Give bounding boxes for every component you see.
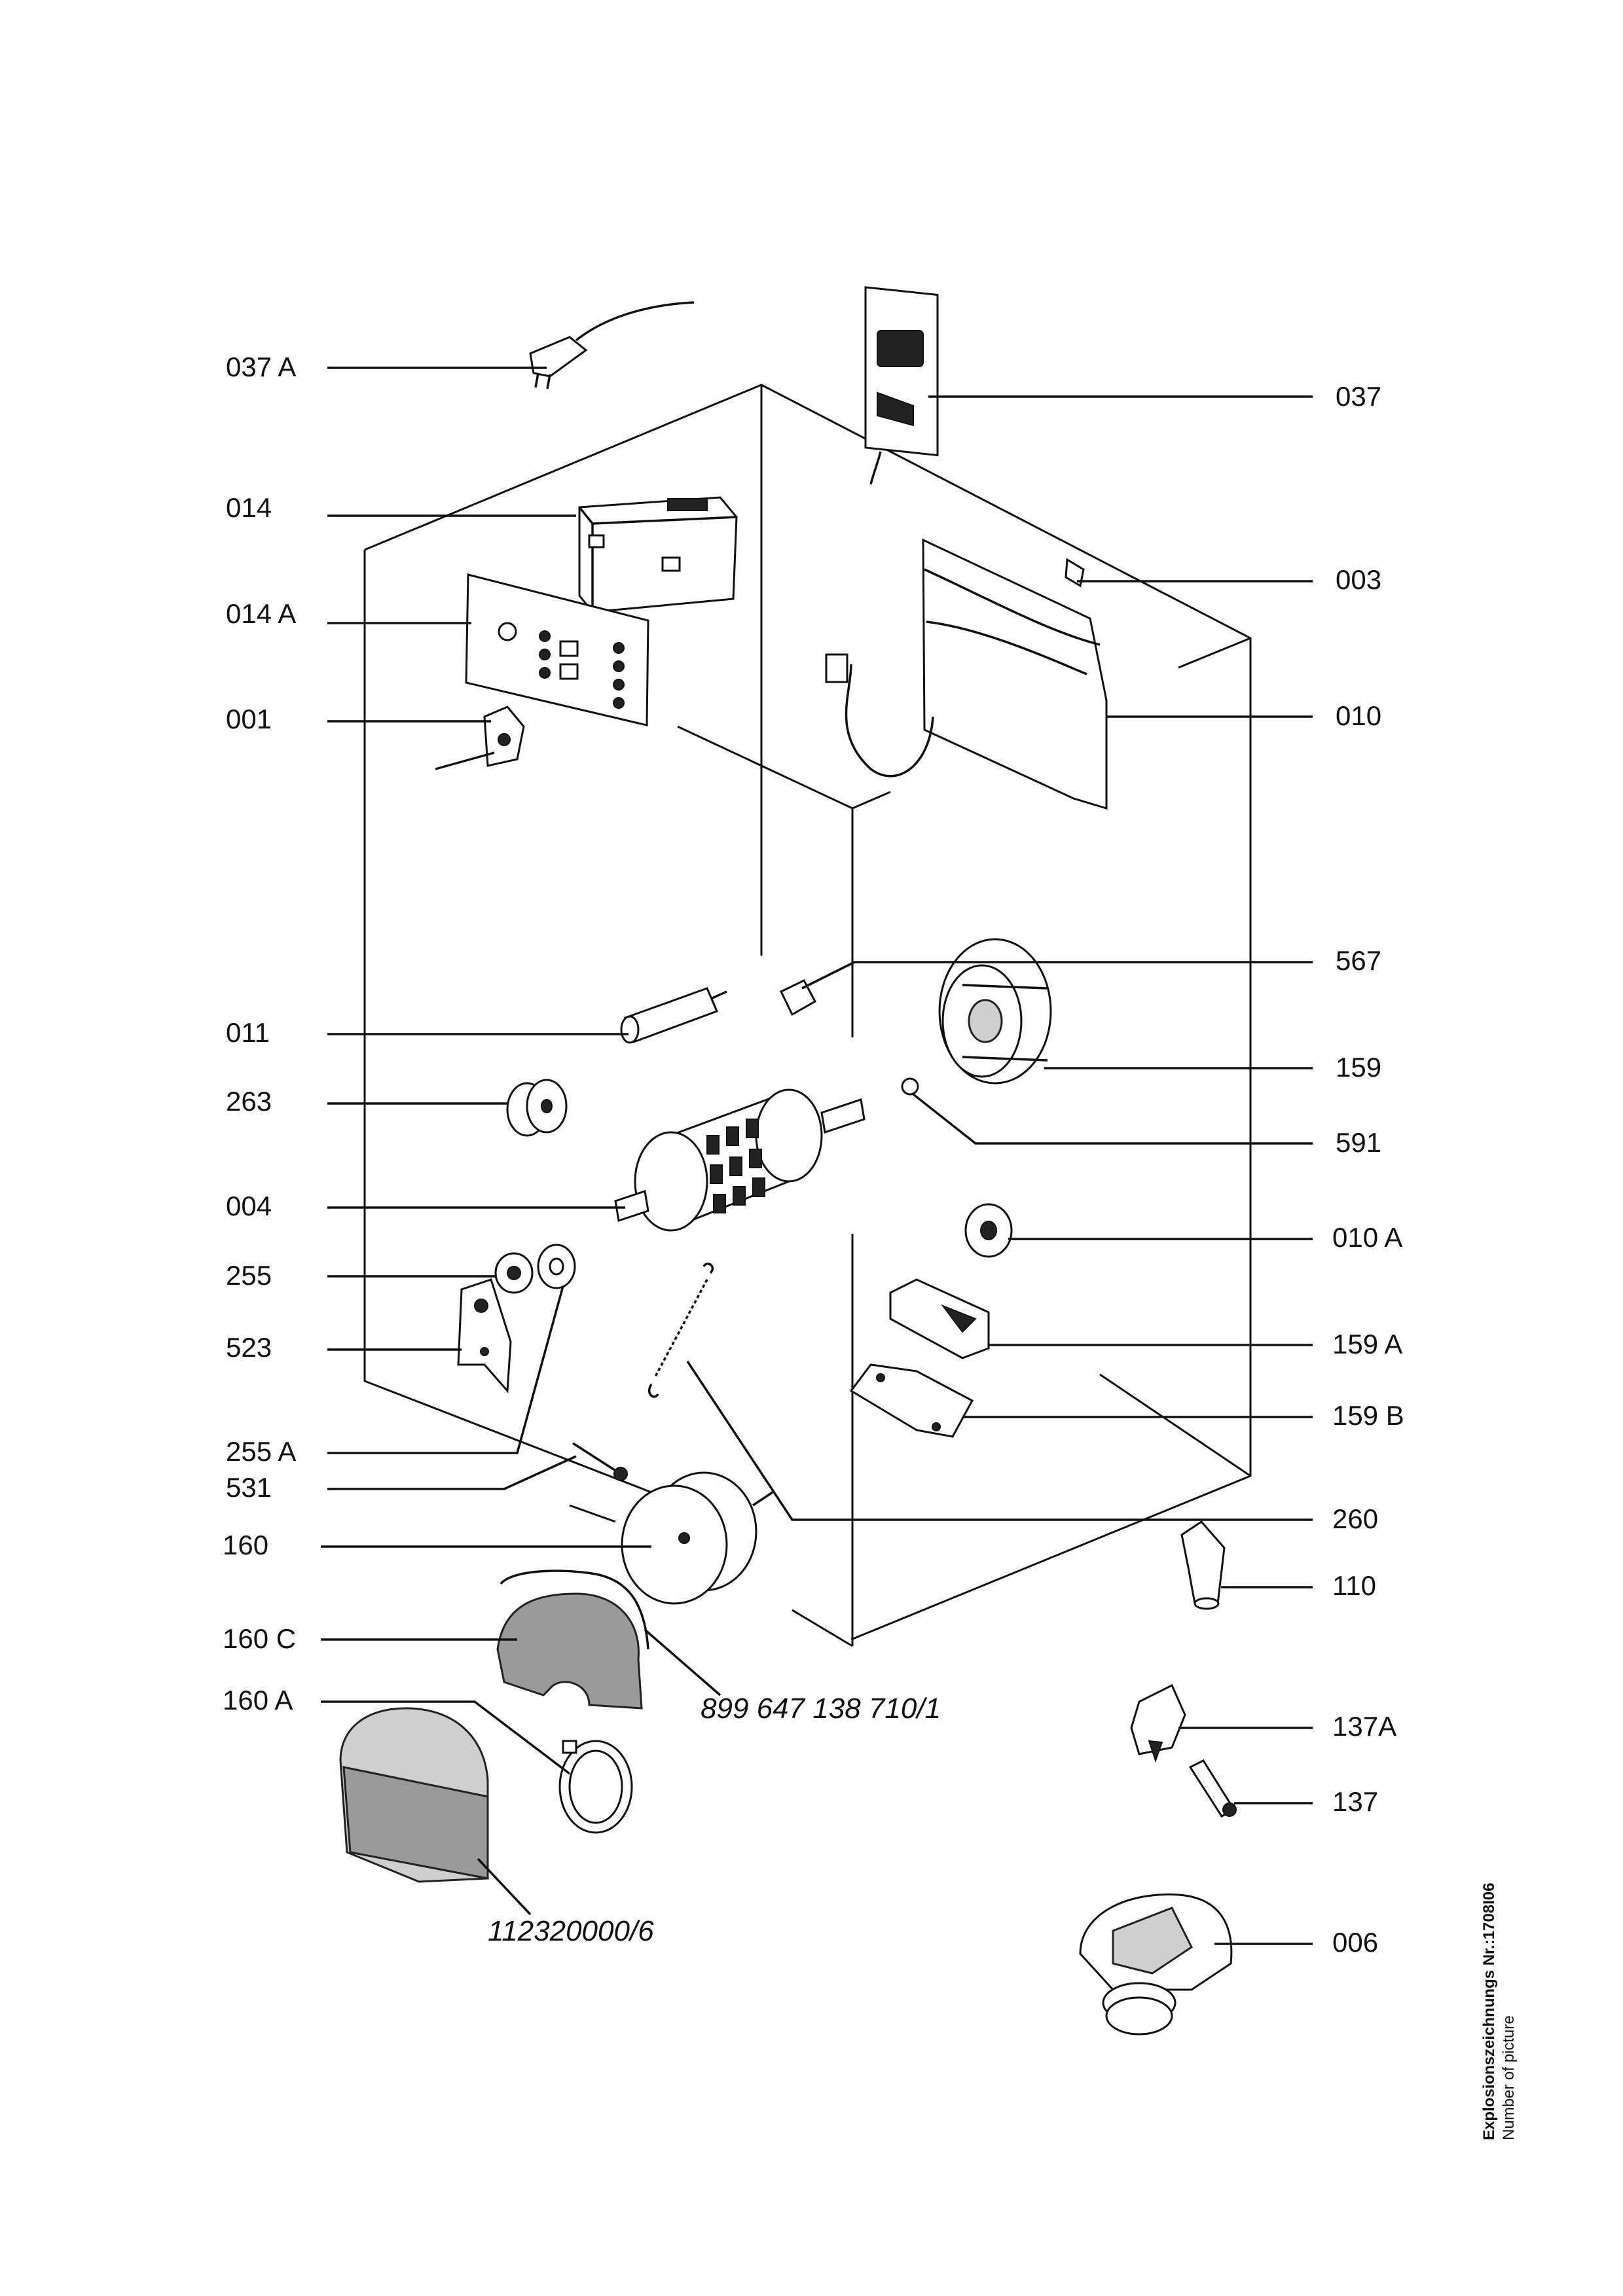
holder-part bbox=[1130, 1683, 1186, 1763]
label-567: 567 bbox=[1336, 945, 1381, 976]
label-004: 004 bbox=[226, 1191, 272, 1221]
clamp-ring-part bbox=[558, 1740, 633, 1834]
label-159: 159 bbox=[1336, 1052, 1381, 1083]
label-014a: 014 A bbox=[226, 598, 296, 629]
label-011: 011 bbox=[226, 1017, 270, 1048]
reference-numbers: 899 647 138 710/1 112320000/6 bbox=[488, 1693, 941, 1947]
label-260: 260 bbox=[1332, 1503, 1378, 1534]
group-reference-number: 899 647 138 710/1 bbox=[701, 1693, 941, 1725]
label-010: 010 bbox=[1336, 700, 1381, 731]
motor-slots bbox=[706, 1119, 765, 1213]
control-module-part bbox=[578, 496, 738, 613]
fan-cover-part bbox=[889, 1278, 990, 1359]
filter-reference-number: 112320000/6 bbox=[488, 1915, 654, 1947]
screw-part bbox=[572, 1442, 628, 1481]
label-159b: 159 B bbox=[1332, 1400, 1404, 1431]
capacitor-part bbox=[620, 987, 727, 1044]
selector-switch-part bbox=[435, 706, 525, 770]
label-255a: 255 A bbox=[226, 1436, 296, 1467]
label-160c: 160 C bbox=[223, 1623, 296, 1654]
front-panel-part bbox=[465, 573, 649, 726]
label-037a: 037 A bbox=[226, 351, 296, 382]
label-006: 006 bbox=[1332, 1927, 1378, 1958]
clip-part bbox=[779, 979, 817, 1016]
lamp-part bbox=[1188, 1759, 1237, 1818]
label-014: 014 bbox=[226, 492, 272, 523]
right-labels: 037 003 010 567 159 591 010 A 159 A 159 … bbox=[1332, 381, 1404, 1958]
left-labels: 037 A 014 014 A 001 011 263 004 255 523 … bbox=[223, 351, 296, 1715]
label-159a: 159 A bbox=[1332, 1329, 1402, 1359]
label-001: 001 bbox=[226, 704, 272, 734]
retaining-clip-part bbox=[901, 1077, 919, 1096]
thermostat-part bbox=[964, 1203, 1013, 1258]
label-263: 263 bbox=[226, 1086, 272, 1117]
mains-filter-box-part bbox=[864, 286, 939, 485]
label-037: 037 bbox=[1336, 381, 1381, 412]
label-137: 137 bbox=[1332, 1786, 1378, 1817]
label-531: 531 bbox=[226, 1472, 272, 1503]
power-cord-part bbox=[529, 301, 695, 389]
lint-filter-part bbox=[339, 1707, 489, 1883]
cooling-fan-part bbox=[621, 1471, 773, 1605]
fan-wheel-part bbox=[938, 938, 1052, 1085]
picture-number-de: Explosionszeichnungs Nr.:1708I06 bbox=[1480, 1883, 1498, 2140]
pulley-part bbox=[506, 1079, 568, 1137]
housing-outline bbox=[363, 384, 1252, 1647]
label-160: 160 bbox=[223, 1530, 268, 1560]
heater-bracket-part bbox=[825, 538, 1108, 810]
picture-number-note: Explosionszeichnungs Nr.:1708I06 Number … bbox=[1480, 1883, 1518, 2140]
label-003: 003 bbox=[1336, 564, 1381, 595]
spring-part bbox=[647, 1263, 714, 1398]
picture-number-en: Number of picture bbox=[1500, 2015, 1518, 2140]
air-duct-part bbox=[496, 1570, 649, 1710]
washer-part bbox=[537, 1244, 576, 1289]
tube-part bbox=[1180, 1520, 1226, 1610]
bearing-part bbox=[494, 1252, 534, 1294]
label-110: 110 bbox=[1332, 1570, 1376, 1601]
leader-lines bbox=[321, 367, 1313, 1945]
motor-part bbox=[614, 1088, 866, 1232]
label-137a: 137A bbox=[1332, 1711, 1396, 1742]
cover-plate-part bbox=[849, 1363, 974, 1438]
label-523: 523 bbox=[226, 1332, 272, 1363]
label-010a: 010 A bbox=[1332, 1222, 1402, 1253]
motor-bracket-part bbox=[457, 1278, 512, 1393]
pump-part bbox=[1079, 1893, 1233, 2036]
label-255: 255 bbox=[226, 1260, 272, 1291]
label-160a: 160 A bbox=[223, 1685, 293, 1715]
label-591: 591 bbox=[1336, 1127, 1381, 1158]
